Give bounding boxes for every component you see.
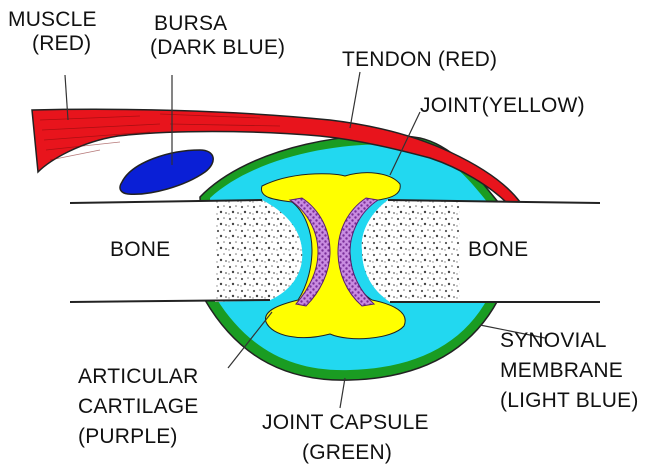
label-bone-left: BONE [110,238,170,262]
label-synovial-line3: (LIGHT BLUE) [500,386,639,416]
label-tendon: TENDON (RED) [342,48,497,72]
label-bone-left-line1: BONE [110,238,170,262]
label-cartilage-line3: (PURPLE) [78,422,198,452]
label-bursa-line2: (DARK BLUE) [150,36,285,60]
label-capsule: JOINT CAPSULE (GREEN) [262,408,429,468]
label-bone-right: BONE [468,238,528,262]
label-joint-line1: JOINT(YELLOW) [420,94,585,118]
label-muscle-line2: (RED) [8,32,97,56]
label-cartilage-line2: CARTILAGE [78,392,198,422]
label-synovial-line1: SYNOVIAL [500,326,639,356]
label-bursa: BURSA (DARK BLUE) [150,12,285,60]
label-tendon-line1: TENDON (RED) [342,48,497,72]
bone-right-speckle [362,200,460,302]
label-synovial: SYNOVIAL MEMBRANE (LIGHT BLUE) [500,326,639,416]
label-capsule-line1: JOINT CAPSULE [262,408,429,438]
label-capsule-line2: (GREEN) [262,438,429,468]
bursa-shape [120,150,213,194]
label-muscle-line1: MUSCLE [8,8,97,32]
label-muscle: MUSCLE (RED) [8,8,97,56]
label-joint: JOINT(YELLOW) [420,94,585,118]
label-cartilage: ARTICULAR CARTILAGE (PURPLE) [78,362,198,452]
label-cartilage-line1: ARTICULAR [78,362,198,392]
label-synovial-line2: MEMBRANE [500,356,639,386]
label-bone-right-line1: BONE [468,238,528,262]
label-bursa-line1: BURSA [150,12,285,36]
